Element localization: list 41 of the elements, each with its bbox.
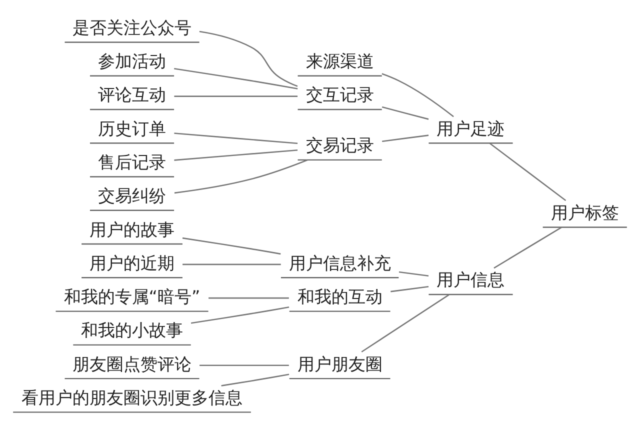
node-text: 交易纠纷: [98, 186, 166, 206]
node-text: 交互记录: [306, 84, 374, 105]
node-text: 用户标签: [550, 202, 619, 222]
connector: [382, 134, 429, 142]
connector: [199, 30, 298, 87]
node-text: 历史订单: [98, 118, 166, 138]
node-text: 看用户的朋友圈识别更多信息: [22, 387, 243, 408]
connector: [174, 132, 298, 144]
node-text: 是否关注公众号: [72, 17, 192, 38]
node-text: 参加活动: [98, 51, 166, 72]
connector: [390, 286, 429, 292]
connector: [382, 73, 454, 118]
connector: [200, 364, 289, 366]
node-text: 用户足迹: [436, 118, 505, 138]
node-text: 用户信息补充: [288, 252, 391, 273]
connector: [494, 226, 562, 269]
node-text: 和我的小故事: [81, 320, 184, 340]
node-text: 评论互动: [98, 84, 166, 105]
node-text: 和我的互动: [297, 286, 382, 307]
connector: [361, 294, 450, 352]
connector: [398, 271, 429, 277]
connector: [190, 306, 290, 324]
connector: [174, 159, 308, 194]
connector: [208, 297, 289, 299]
connector: [182, 264, 281, 266]
node-text: 用户的近期: [90, 252, 175, 273]
connector: [174, 96, 298, 97]
connector: [382, 106, 429, 120]
node-text: 用户信息: [436, 270, 505, 290]
node-text: 交易记录: [306, 135, 374, 156]
node-text: 用户的故事: [90, 219, 175, 240]
connector: [489, 142, 566, 202]
connector: [221, 374, 290, 386]
connector: [174, 68, 298, 90]
connector: [174, 149, 298, 161]
node-text: 朋友圈点赞评论: [72, 354, 192, 374]
node-text: 用户朋友圈: [297, 354, 382, 374]
node-text: 来源渠道: [306, 51, 374, 72]
node-text: 售后记录: [98, 152, 166, 172]
node-text: 和我的专属“暗号”: [64, 286, 200, 307]
connector: [182, 237, 281, 255]
